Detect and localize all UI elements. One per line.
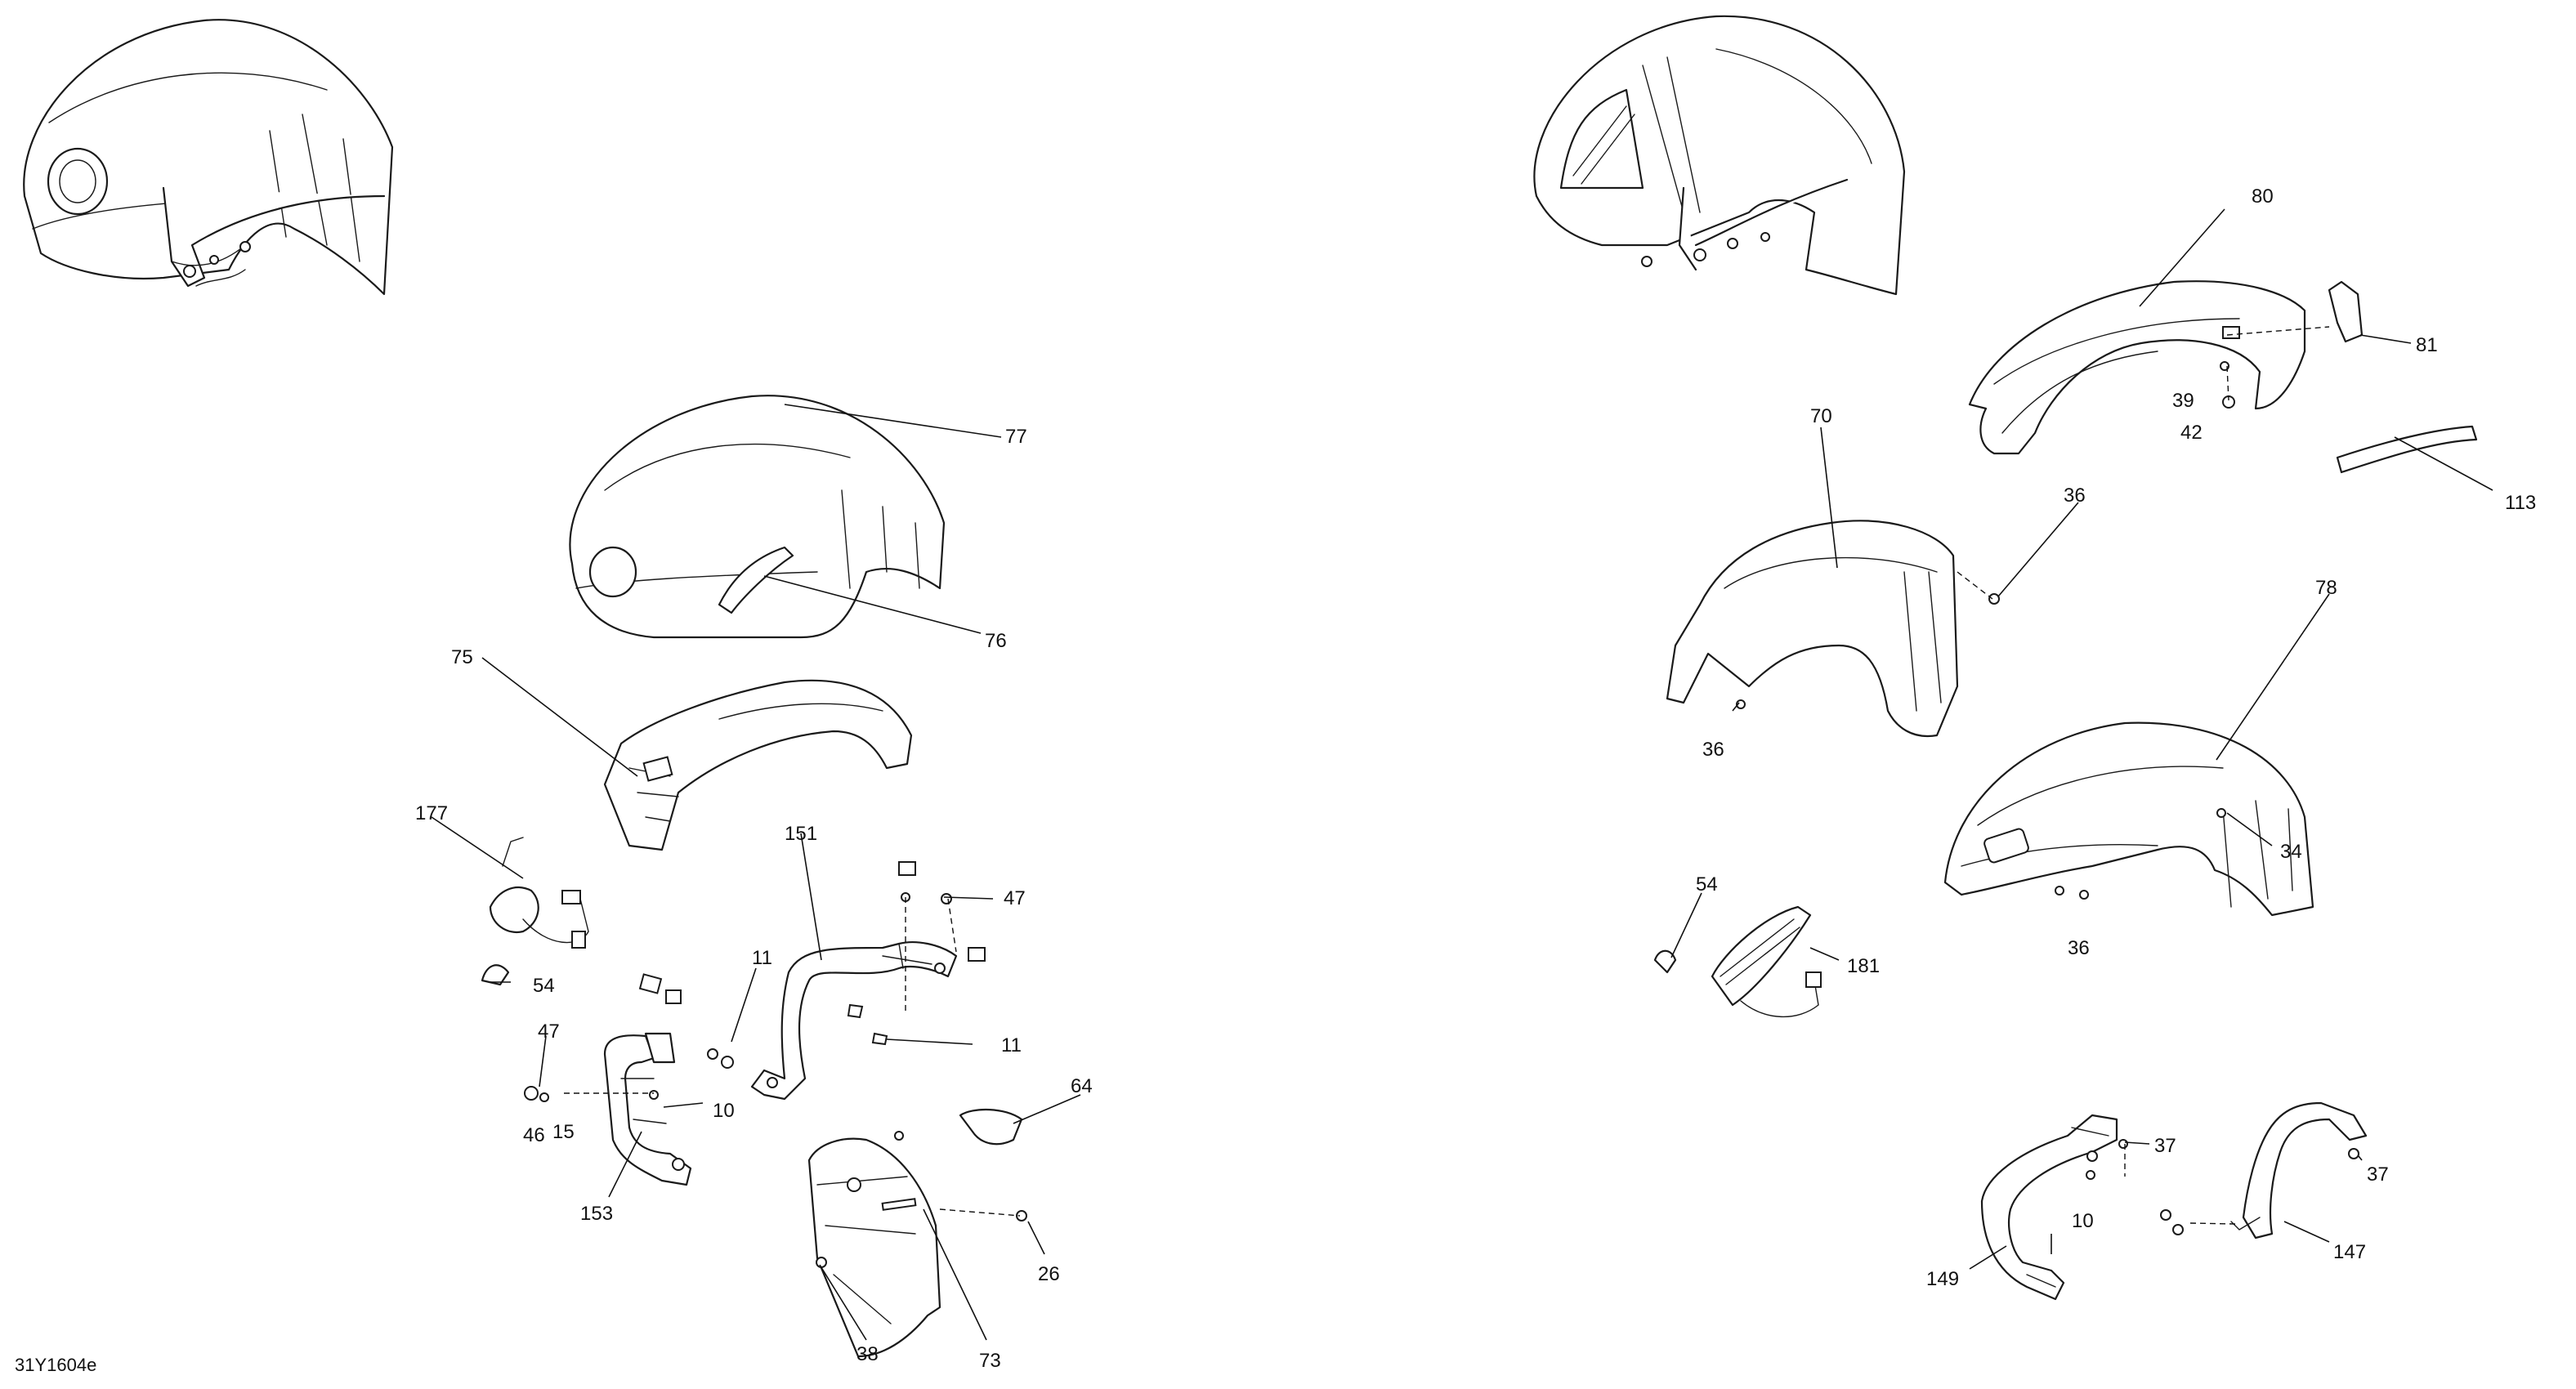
part-78-rear-fender-right xyxy=(1943,721,2314,917)
callout-54-left: 54 xyxy=(533,975,555,997)
part-147-bracket xyxy=(2160,1101,2368,1239)
callout-113: 113 xyxy=(2505,492,2536,514)
callout-177: 177 xyxy=(415,802,448,824)
callout-10-right: 10 xyxy=(2072,1210,2094,1232)
part-64-reflector xyxy=(959,1109,1023,1146)
part-153-lower-bracket xyxy=(603,1032,692,1186)
callout-147: 147 xyxy=(2333,1241,2366,1263)
callout-labels: 77 76 75 177 54 151 47 11 11 47 46 15 10… xyxy=(415,185,2536,1372)
part-177-harness xyxy=(489,837,589,949)
callout-47-upper: 47 xyxy=(1004,887,1026,909)
part-151-bracket xyxy=(750,941,958,1101)
part-54-clip-left xyxy=(481,964,510,986)
callout-64: 64 xyxy=(1071,1075,1093,1097)
assembled-fender-right-overview xyxy=(1533,15,1906,296)
part-70-inner-fender xyxy=(1666,520,2000,738)
part-77-rear-fender xyxy=(569,395,946,639)
callout-36-left: 36 xyxy=(1702,739,1724,761)
leader-lines xyxy=(431,208,2493,1341)
callout-78: 78 xyxy=(2315,577,2337,599)
callout-38: 38 xyxy=(856,1343,879,1365)
callout-42: 42 xyxy=(2180,422,2203,444)
callout-26: 26 xyxy=(1038,1263,1060,1285)
callout-37-right: 37 xyxy=(2367,1163,2389,1186)
part-75-fender-support xyxy=(603,679,913,851)
part-181-light-assembly xyxy=(1711,905,1822,1018)
callout-39: 39 xyxy=(2172,390,2194,412)
callout-37-left: 37 xyxy=(2154,1135,2176,1157)
drawing-code: 31Y1604e xyxy=(15,1355,96,1375)
assembled-fender-left-overview xyxy=(23,19,394,296)
callout-36-upper: 36 xyxy=(2064,485,2086,507)
callout-80: 80 xyxy=(2252,185,2274,208)
callout-11-upper: 11 xyxy=(752,947,772,969)
callout-153: 153 xyxy=(580,1203,613,1225)
callout-15: 15 xyxy=(552,1121,575,1143)
callout-11-lower: 11 xyxy=(1001,1034,1022,1056)
part-80-upper-rail xyxy=(1968,280,2306,455)
part-76-fender-trim-lens xyxy=(718,546,794,614)
part-73-side-panel xyxy=(807,1131,941,1358)
callout-77: 77 xyxy=(1005,426,1027,448)
callout-151: 151 xyxy=(785,823,817,845)
part-54-clip-right xyxy=(1653,949,1677,974)
callout-75: 75 xyxy=(451,646,473,668)
callout-149: 149 xyxy=(1926,1268,1959,1290)
callout-47-lower: 47 xyxy=(538,1021,560,1043)
part-149-bracket xyxy=(1980,1114,2128,1301)
callout-36-lower: 36 xyxy=(2068,937,2090,959)
callout-34: 34 xyxy=(2280,841,2302,863)
hardware-left-group xyxy=(524,861,986,1102)
callout-73: 73 xyxy=(979,1350,1001,1372)
callout-70: 70 xyxy=(1810,405,1832,427)
part-113-trim-strip xyxy=(2336,425,2478,474)
dashed-assembly-lines xyxy=(564,326,2330,1225)
callout-81: 81 xyxy=(2416,334,2438,356)
callout-76: 76 xyxy=(985,630,1007,652)
callout-10-left: 10 xyxy=(713,1100,735,1122)
callout-181: 181 xyxy=(1847,955,1880,977)
callout-46: 46 xyxy=(523,1124,545,1146)
callout-54-right: 54 xyxy=(1696,873,1718,895)
part-81-end-piece xyxy=(2328,280,2364,343)
